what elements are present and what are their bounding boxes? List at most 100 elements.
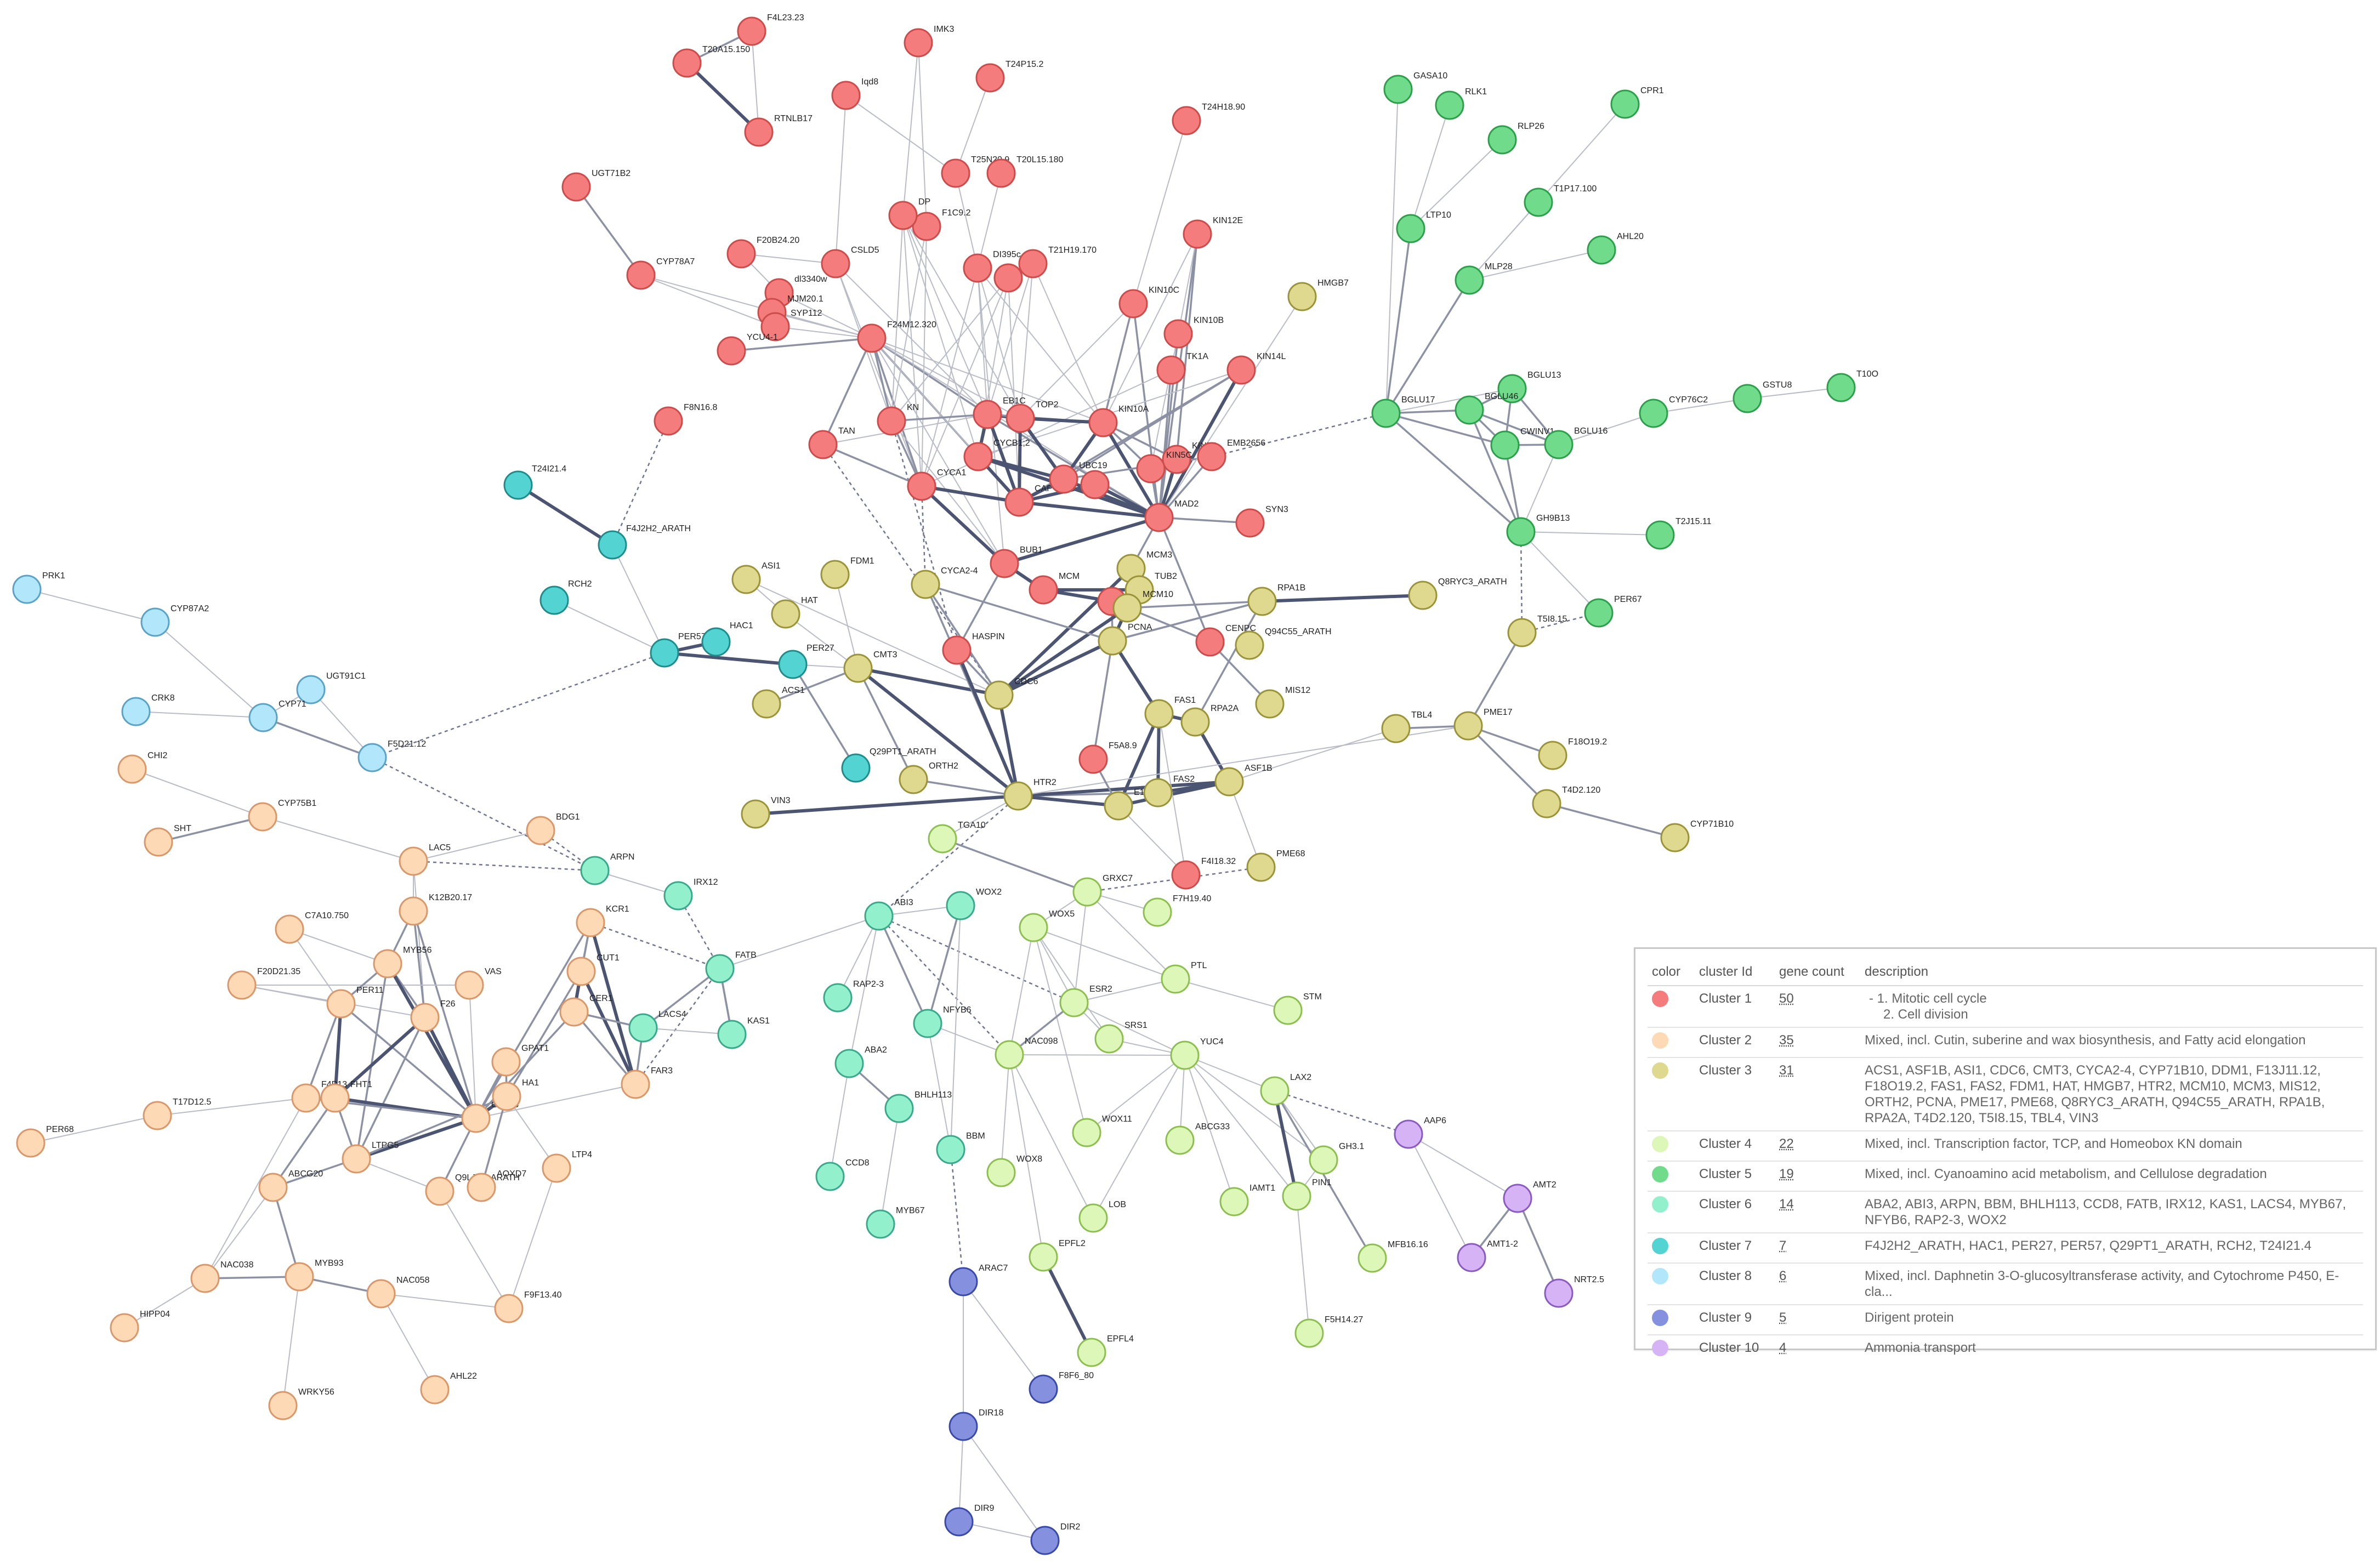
node-circle[interactable] [291, 1083, 321, 1113]
node-circle[interactable] [1059, 988, 1089, 1017]
node-x2[interactable] [1080, 470, 1110, 499]
node-circle[interactable] [1507, 618, 1537, 647]
node-circle[interactable] [1639, 399, 1668, 428]
node-t25n20-9[interactable]: T25N20.9 [941, 155, 1009, 188]
node-kin10a[interactable]: KIN10A [1088, 405, 1149, 437]
node-mcm[interactable]: MCM [1029, 572, 1080, 605]
node-csld5[interactable]: CSLD5 [821, 246, 879, 278]
node-circle[interactable] [1455, 265, 1484, 295]
node-bglu17[interactable]: BGLU17 [1371, 395, 1435, 428]
node-circle[interactable] [420, 1375, 450, 1404]
node-circle[interactable] [1156, 355, 1186, 385]
node-t2j15-11[interactable]: T2J15.11 [1645, 517, 1712, 550]
node-q29pt1[interactable]: Q29PT1_ARATH [841, 747, 936, 783]
node-circle[interactable] [904, 28, 933, 58]
node-cyp71b10[interactable]: CYP71B10 [1660, 820, 1734, 852]
node-circle[interactable] [1214, 767, 1244, 797]
node-circle[interactable] [1112, 593, 1142, 623]
node-circle[interactable] [1226, 355, 1256, 385]
node-cmt3[interactable]: CMT3 [843, 650, 898, 683]
node-circle[interactable] [1078, 1203, 1108, 1233]
node-per11[interactable]: PER11 [326, 986, 384, 1019]
node-circle[interactable] [425, 1176, 455, 1206]
node-f7h19-40[interactable]: F7H19.40 [1143, 894, 1211, 927]
node-circle[interactable] [580, 856, 610, 885]
node-circle[interactable] [963, 253, 992, 283]
node-cer1[interactable]: CER1 [559, 994, 613, 1027]
node-circle[interactable] [1490, 430, 1520, 460]
node-circle[interactable] [1078, 744, 1108, 774]
node-gasa10[interactable]: GASA10 [1383, 71, 1447, 104]
node-circle[interactable] [1118, 289, 1148, 319]
node-crk8[interactable]: CRK8 [121, 693, 175, 726]
node-circle[interactable] [491, 1047, 521, 1077]
node-iqd8[interactable]: Iqd8 [831, 77, 878, 110]
node-circle[interactable] [539, 585, 569, 615]
node-circle[interactable] [888, 201, 918, 230]
node-circle[interactable] [831, 81, 861, 110]
node-lax2[interactable]: LAX2 [1260, 1073, 1311, 1106]
node-vas[interactable]: VAS [455, 967, 502, 1000]
node-bub1[interactable]: BUB1 [990, 545, 1043, 578]
node-circle[interactable] [140, 607, 170, 637]
node-circle[interactable] [1273, 996, 1303, 1025]
node-circle[interactable] [1235, 630, 1264, 660]
node-circle[interactable] [741, 799, 770, 829]
node-circle[interactable] [16, 1128, 46, 1158]
gene-count-link[interactable]: 4 [1779, 1340, 1787, 1355]
node-circle[interactable] [1171, 860, 1201, 890]
node-circle[interactable] [1019, 913, 1048, 942]
node-dir9[interactable]: DIR9 [944, 1504, 995, 1537]
node-ahl20[interactable]: AHL20 [1587, 232, 1644, 265]
node-abcg20[interactable]: ABCG20 [258, 1169, 323, 1202]
node-circle[interactable] [1072, 1118, 1101, 1147]
node-cap[interactable]: CAP [1004, 484, 1053, 517]
node-circle[interactable] [190, 1264, 220, 1293]
node-circle[interactable] [1538, 741, 1567, 770]
node-f8n16-8[interactable]: F8N16.8 [654, 403, 717, 436]
node-circle[interactable] [566, 957, 596, 986]
node-circle[interactable] [1408, 581, 1438, 610]
node-bglu13[interactable]: BGLU13 [1497, 371, 1561, 403]
node-q94c55[interactable]: Q94C55_ARATH [1235, 627, 1332, 660]
node-circle[interactable] [1144, 699, 1174, 729]
node-myb93[interactable]: MYB93 [285, 1259, 344, 1292]
node-chi2[interactable]: CHI2 [117, 751, 168, 784]
node-circle[interactable] [726, 239, 756, 269]
node-myb56[interactable]: MYB56 [373, 946, 432, 979]
node-far3[interactable]: FAR3 [621, 1066, 673, 1099]
node-kin5c[interactable]: KIN5C [1136, 451, 1192, 484]
node-top2[interactable]: TOP2 [1006, 400, 1059, 433]
node-f18o19-2[interactable]: F18O19.2 [1538, 737, 1607, 770]
node-circle[interactable] [778, 650, 808, 679]
node-nrt2-5[interactable]: NRT2.5 [1544, 1275, 1604, 1308]
node-myb67[interactable]: MYB67 [866, 1206, 925, 1239]
node-per57[interactable]: PER57 [650, 632, 706, 668]
node-circle[interactable] [1247, 587, 1277, 616]
node-nfyb6[interactable]: NFYB6 [913, 1005, 972, 1038]
node-pme68[interactable]: PME68 [1246, 849, 1305, 882]
node-t24i21-4[interactable]: T24I21.4 [503, 464, 566, 500]
node-circle[interactable] [1506, 517, 1536, 547]
node-circle[interactable] [1371, 399, 1401, 428]
node-circle[interactable] [117, 754, 147, 784]
node-circle[interactable] [948, 1412, 978, 1441]
node-circle[interactable] [248, 703, 278, 732]
node-f8f6-80[interactable]: F8F6_80 [1029, 1371, 1094, 1404]
node-circle[interactable] [1826, 373, 1856, 402]
node-fht1[interactable]: FHT1 [320, 1080, 372, 1113]
node-dir18[interactable]: DIR18 [948, 1408, 1003, 1441]
node-ltpg5[interactable]: LTPG5 [342, 1141, 399, 1174]
node-circle[interactable] [717, 1020, 747, 1049]
node-circle[interactable] [1610, 89, 1640, 119]
node-f4j2h2[interactable]: F4J2H2_ARATH [598, 524, 691, 560]
node-asf1b[interactable]: ASF1B [1214, 764, 1273, 797]
node-ha1[interactable]: HA1 [492, 1078, 539, 1111]
node-circle[interactable] [672, 48, 702, 78]
node-fas1[interactable]: FAS1 [1144, 696, 1196, 729]
node-circle[interactable] [1503, 1184, 1532, 1213]
node-epfl2[interactable]: EPFL2 [1029, 1239, 1086, 1272]
node-amt1-2[interactable]: AMT1-2 [1457, 1239, 1518, 1272]
